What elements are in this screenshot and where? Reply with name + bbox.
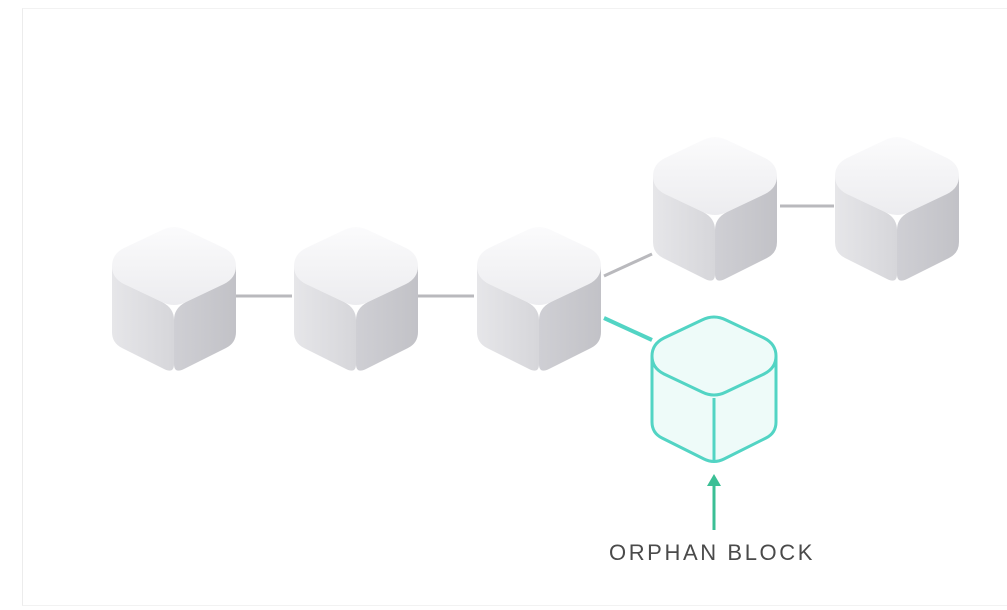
- chain-connectors: [236, 204, 834, 342]
- orphan-arrow-icon: [707, 474, 721, 530]
- block-4: [653, 137, 777, 281]
- block-2: [294, 227, 418, 371]
- orphan-block: [650, 315, 778, 463]
- connector-3-4: [603, 252, 653, 278]
- block-1: [112, 227, 236, 371]
- connector-3-orphan: [603, 316, 653, 342]
- orphan-block-label: ORPHAN BLOCK: [608, 540, 816, 565]
- block-5: [835, 137, 959, 281]
- block-3: [477, 227, 601, 371]
